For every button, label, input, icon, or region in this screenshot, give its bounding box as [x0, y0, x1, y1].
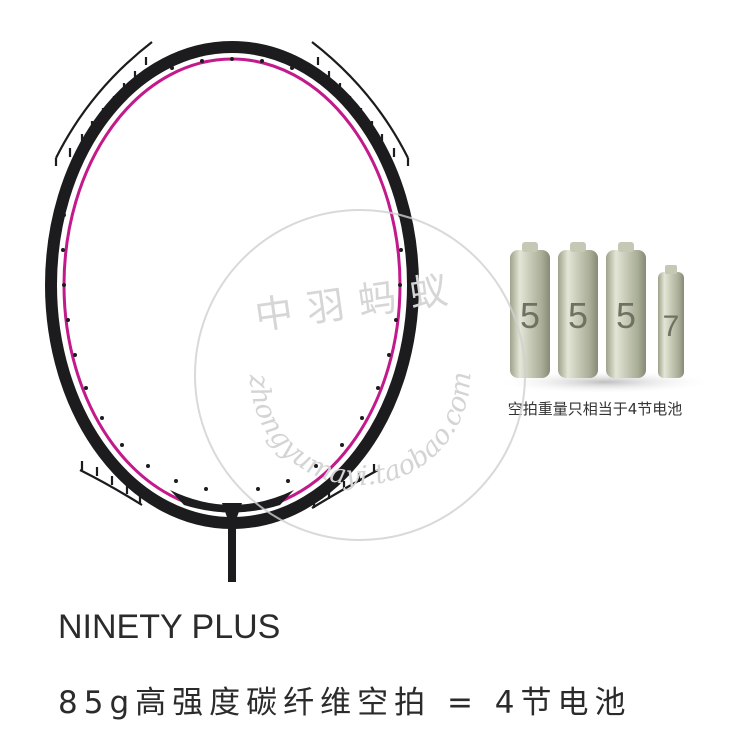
battery-3: [606, 242, 646, 378]
battery-label-1: 5: [520, 295, 540, 336]
battery-label-3: 5: [616, 295, 636, 336]
battery-caption: 空拍重量只相当于4节电池: [507, 400, 683, 418]
battery-4: [658, 265, 684, 378]
grommet-comb-bottom-left: [79, 461, 143, 506]
battery-2: [558, 242, 598, 378]
battery-label-2: 5: [568, 295, 588, 336]
product-model-name: NINETY PLUS: [58, 608, 281, 646]
grommet-comb-top-right: [311, 41, 410, 166]
product-spec-line: 85g高强度碳纤维空拍 = 4节电池: [58, 685, 632, 721]
racket-frame: [45, 41, 419, 582]
battery-label-4: 7: [663, 310, 680, 343]
grommet-comb-top-left: [54, 41, 153, 166]
